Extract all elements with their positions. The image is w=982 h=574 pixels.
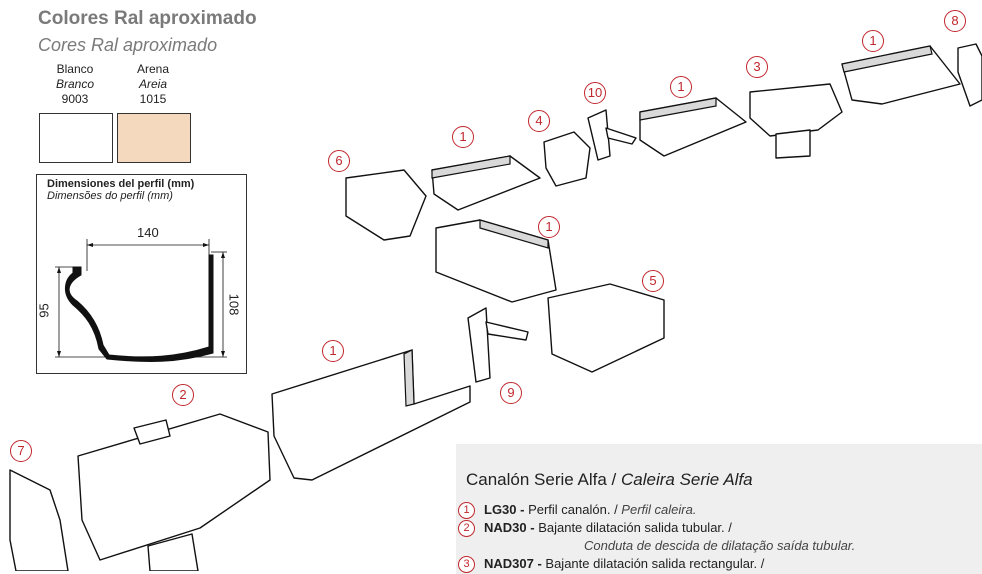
part-number-5: 5 — [642, 270, 664, 292]
legend-item-translation: Conduta de descida de dilatação saída tu… — [584, 538, 856, 553]
profile-drawing — [55, 239, 227, 362]
color-swatch-white — [39, 113, 113, 163]
page-subtitle: Cores Ral aproximado — [38, 35, 218, 55]
legend-item: NAD307 - Bajante dilatación salida recta… — [484, 556, 765, 571]
legend-item: LG30 - Perfil canalón. / Perfil caleira. — [484, 502, 697, 517]
part-number-4: 4 — [528, 110, 550, 132]
color-swatch-sand — [117, 113, 191, 163]
page-title: Colores Ral aproximado — [38, 8, 257, 29]
part-number-1: 1 — [322, 340, 344, 362]
legend-item-number: 1 — [458, 502, 475, 519]
legend-item-number: 2 — [458, 520, 475, 537]
part-number-1: 1 — [452, 126, 474, 148]
part-number-1: 1 — [538, 216, 560, 238]
part-number-9: 9 — [500, 382, 522, 404]
legend-title: Canalón Serie Alfa / Caleira Serie Alfa — [466, 470, 753, 489]
profile-title: Dimensiones del perfil (mm) — [47, 178, 195, 190]
part-number-6: 6 — [328, 150, 350, 172]
profile-dimensions-box: Dimensiones del perfil (mm) Dimensões do… — [36, 174, 247, 374]
profile-subtitle: Dimensões do perfil (mm) — [47, 190, 173, 202]
part-number-8: 8 — [944, 10, 966, 32]
profile-width-label: 140 — [137, 225, 159, 240]
part-number-3: 3 — [746, 56, 768, 78]
legend-panel: Canalón Serie Alfa / Caleira Serie Alfa … — [456, 444, 982, 574]
part-number-2: 2 — [172, 384, 194, 406]
color-white-label: Blanco Branco 9003 — [55, 62, 95, 106]
color-sand-label: Arena Areia 1015 — [136, 62, 170, 106]
part-number-1: 1 — [862, 30, 884, 52]
legend-item: NAD30 - Bajante dilatación salida tubula… — [484, 520, 732, 535]
part-number-1: 1 — [670, 76, 692, 98]
part-number-10: 10 — [584, 82, 606, 104]
legend-item-number: 3 — [458, 556, 475, 573]
part-number-7: 7 — [10, 440, 32, 462]
